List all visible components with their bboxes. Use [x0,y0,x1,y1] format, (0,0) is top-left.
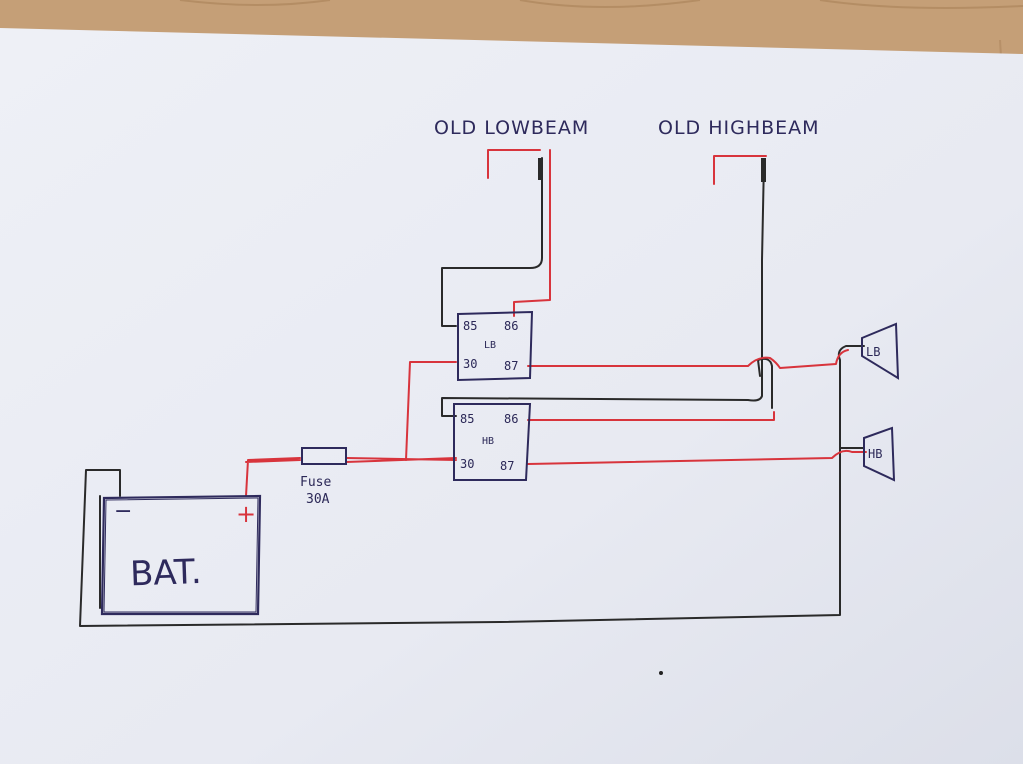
relay-hb-pin-87: 87 [500,459,514,473]
lb-87-output [527,349,849,369]
ink-dot [659,671,663,675]
relay-lb: 85 86 LB 30 87 [457,310,534,382]
ground-wire [79,345,865,627]
battery-positive-wire [245,457,301,497]
highbeam-ground-wire [441,159,765,417]
lowbeam-power-wire [487,149,551,317]
relay-hb-pin-86: 86 [504,412,518,426]
lowbeam-connector [538,158,543,180]
relay-hb-pin-30: 30 [460,457,474,471]
relay-lb-pin-85: 85 [463,319,477,333]
relay-lb-pin-87: 87 [504,359,518,373]
battery: − + BAT. [100,494,262,616]
hb-86-wire [527,411,775,421]
battery-positive-terminal: + [236,500,256,528]
lamp-hb: HB [863,426,896,482]
old-lowbeam-label: OLD LOWBEAM [434,117,589,139]
fuse-label-line1: Fuse [300,475,331,490]
hb-87-output [527,449,867,465]
relay-hb-pin-85: 85 [460,412,474,426]
lamp-lb-label: LB [866,345,880,359]
fuse: Fuse 30A [300,447,347,507]
relay-hb: 85 86 HB 30 87 [453,403,532,481]
battery-negative-terminal: − [114,499,132,524]
old-highbeam-label: OLD HIGHBEAM [658,117,820,139]
red-wires [245,149,867,497]
relay-lb-pin-86: 86 [504,319,518,333]
battery-label: BAT. [129,552,202,594]
paper-sheet [0,28,1023,764]
lamp-lb: LB [861,322,900,380]
relay-lb-name: LB [484,340,496,351]
relay-hb-name: HB [482,436,494,447]
lowbeam-ground-wire [441,157,543,327]
highbeam-connector [761,158,766,182]
relay-lb-pin-30: 30 [463,357,477,371]
lamp-hb-label: HB [868,447,882,461]
lb-30-feed [405,361,457,461]
fuse-output-wire [345,457,457,463]
black-wires [79,157,865,627]
fuse-label-line2: 30A [306,492,330,507]
highbeam-power-wire [713,155,767,185]
